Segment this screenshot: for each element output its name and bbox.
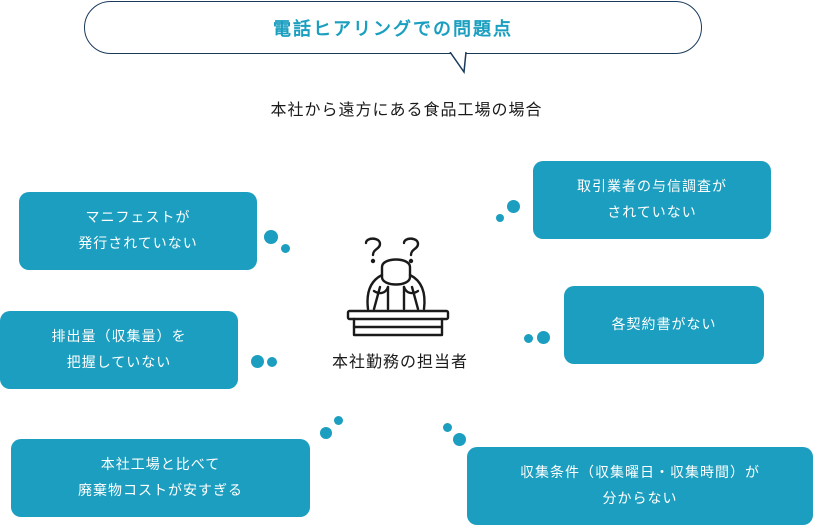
- problem-credit: 取引業者の与信調査が されていない: [533, 161, 771, 239]
- title-bubble-tail: [449, 52, 467, 74]
- thought-dot: [524, 334, 533, 343]
- thought-dot: [251, 355, 264, 368]
- problem-cost-line1: 本社工場と比べて: [100, 457, 221, 473]
- thought-dot: [267, 357, 277, 367]
- thought-dot: [320, 427, 332, 439]
- subtitle: 本社から遠方にある食品工場の場合: [270, 100, 543, 119]
- problem-cost-line2: 廃棄物コストが安すぎる: [78, 483, 243, 499]
- worried-person-icon: [346, 237, 450, 337]
- problem-manifest-line1: マニフェストが: [85, 210, 191, 226]
- problem-credit-line2: されていない: [607, 205, 697, 221]
- problem-collection-line2: 分からない: [602, 491, 678, 507]
- problem-manifest: マニフェストが 発行されていない: [19, 192, 257, 270]
- problem-volume-line2: 把握していない: [66, 355, 172, 371]
- thought-dot: [281, 244, 290, 253]
- problem-collection: 収集条件（収集曜日・収集時間）が 分からない: [467, 447, 813, 525]
- problem-volume: 排出量（収集量）を 把握していない: [0, 311, 238, 389]
- thought-dot: [264, 230, 278, 244]
- thought-dot: [507, 200, 520, 213]
- thought-dot: [496, 214, 504, 222]
- problem-volume-line1: 排出量（収集量）を: [51, 329, 187, 345]
- thought-dot: [334, 416, 343, 425]
- problem-collection-line1: 収集条件（収集曜日・収集時間）が: [520, 465, 760, 481]
- problem-credit-line1: 取引業者の与信調査が: [577, 179, 727, 195]
- problem-contract: 各契約書がない: [564, 286, 764, 364]
- thought-dot: [537, 331, 550, 344]
- thought-dot: [453, 433, 466, 446]
- problem-contract-line1: 各契約書がない: [611, 317, 717, 333]
- title-bubble: 電話ヒアリングでの問題点: [84, 1, 702, 54]
- page-title: 電話ヒアリングでの問題点: [273, 18, 513, 40]
- thought-dot: [443, 423, 452, 432]
- problem-manifest-line2: 発行されていない: [78, 236, 198, 252]
- problem-cost: 本社工場と比べて 廃棄物コストが安すぎる: [11, 439, 310, 517]
- center-label: 本社勤務の担当者: [331, 352, 468, 371]
